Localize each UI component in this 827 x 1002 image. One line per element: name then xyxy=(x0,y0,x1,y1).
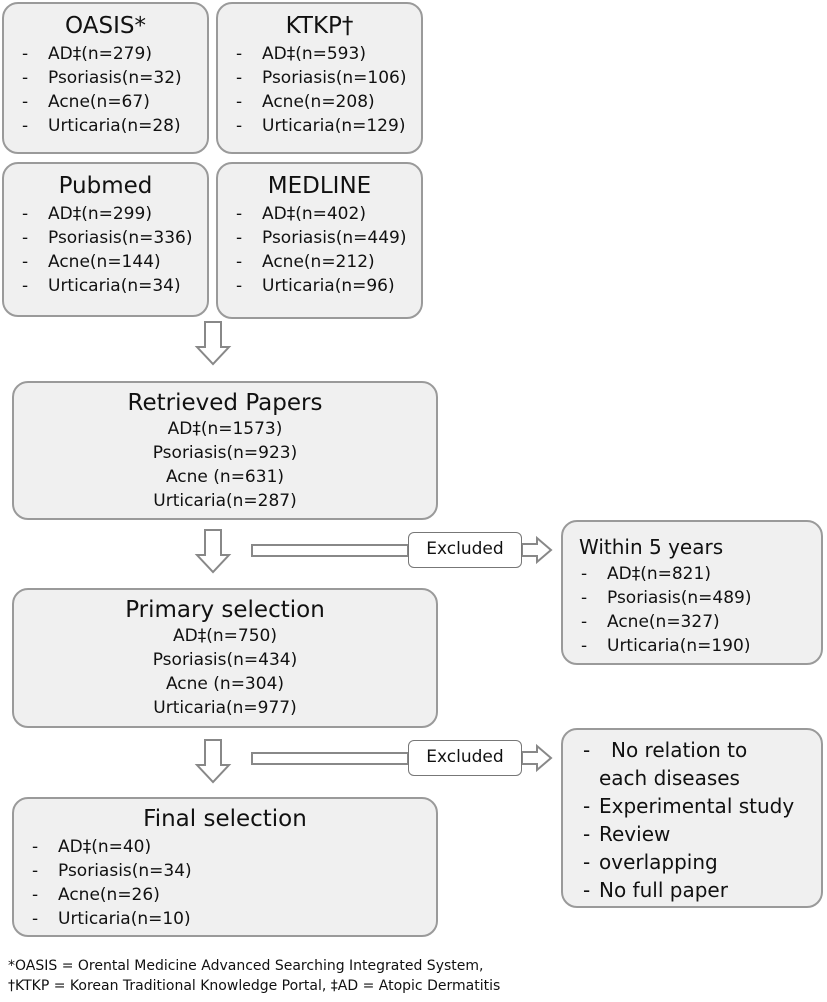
box-title: Retrieved Papers xyxy=(127,390,323,416)
primary-selection-box: Primary selection AD‡(n=750) Psoriasis(n… xyxy=(12,588,438,728)
source-box-medline: MEDLINE -AD‡(n=402) -Psoriasis(n=449) -A… xyxy=(216,162,423,319)
down-arrow-2 xyxy=(194,529,232,574)
source-title: KTKP† xyxy=(285,13,354,39)
box-title: Within 5 years xyxy=(579,535,724,559)
down-arrow-1 xyxy=(194,321,232,366)
list-item: -Psoriasis(n=34) xyxy=(32,861,192,881)
excluded-label-2: Excluded xyxy=(408,740,522,776)
list-item: -AD‡(n=593) xyxy=(236,44,366,64)
list-item: -Acne(n=67) xyxy=(22,92,150,112)
excluded-label-1: Excluded xyxy=(408,532,522,568)
right-arrow-2 xyxy=(251,752,409,765)
list-item: -No full paper xyxy=(583,878,728,902)
list-item: Psoriasis(n=923) xyxy=(152,443,298,463)
final-selection-box: Final selection -AD‡(n=40) -Psoriasis(n=… xyxy=(12,797,438,937)
list-item: -Urticaria(n=10) xyxy=(32,909,191,929)
list-item: AD‡(n=1573) xyxy=(167,419,283,439)
list-item: -Acne(n=144) xyxy=(22,252,161,272)
footnote-1: *OASIS = Orental Medicine Advanced Searc… xyxy=(8,958,484,974)
list-item: -Acne(n=327) xyxy=(581,612,720,632)
list-item: -Experimental study xyxy=(583,794,795,818)
right-arrow-2-head xyxy=(521,743,553,773)
list-item: -Urticaria(n=28) xyxy=(22,116,181,136)
list-item: -Acne(n=26) xyxy=(32,885,160,905)
list-item: Urticaria(n=287) xyxy=(153,491,297,511)
source-title: MEDLINE xyxy=(267,173,372,199)
excluded-reasons-box: -No relation to each diseases -Experimen… xyxy=(561,728,823,908)
list-item: Psoriasis(n=434) xyxy=(152,650,298,670)
list-item: -Urticaria(n=129) xyxy=(236,116,406,136)
list-item: -overlapping xyxy=(583,850,718,874)
list-item: -Psoriasis(n=449) xyxy=(236,228,407,248)
list-item: -AD‡(n=821) xyxy=(581,564,711,584)
list-item: -Psoriasis(n=336) xyxy=(22,228,193,248)
excluded-within-5-years-box: Within 5 years -AD‡(n=821) -Psoriasis(n=… xyxy=(561,520,823,665)
source-box-oasis: OASIS* -AD‡(n=279) -Psoriasis(n=32) -Acn… xyxy=(2,2,209,154)
list-item: -Psoriasis(n=489) xyxy=(581,588,752,608)
list-item: -AD‡(n=402) xyxy=(236,204,366,224)
list-item: Acne (n=304) xyxy=(165,674,285,694)
list-item: -Urticaria(n=34) xyxy=(22,276,181,296)
box-title: Final selection xyxy=(143,806,307,832)
list-item: -Acne(n=212) xyxy=(236,252,375,272)
source-box-ktkp: KTKP† -AD‡(n=593) -Psoriasis(n=106) -Acn… xyxy=(216,2,423,154)
list-item: each diseases xyxy=(599,766,740,790)
source-title: Pubmed xyxy=(58,173,153,199)
source-box-pubmed: Pubmed -AD‡(n=299) -Psoriasis(n=336) -Ac… xyxy=(2,162,209,317)
list-item: -Urticaria(n=190) xyxy=(581,636,751,656)
list-item: Acne (n=631) xyxy=(165,467,285,487)
list-item: AD‡(n=750) xyxy=(173,626,277,646)
retrieved-papers-box: Retrieved Papers AD‡(n=1573) Psoriasis(n… xyxy=(12,381,438,520)
list-item: -AD‡(n=40) xyxy=(32,837,152,857)
list-item: -Urticaria(n=96) xyxy=(236,276,395,296)
list-item: -AD‡(n=279) xyxy=(22,44,152,64)
list-item: -No relation to xyxy=(583,738,748,762)
list-item: -Psoriasis(n=106) xyxy=(236,68,407,88)
right-arrow-1 xyxy=(251,544,409,557)
footnote-2: †KTKP = Korean Traditional Knowledge Por… xyxy=(8,978,501,994)
right-arrow-1-head xyxy=(521,535,553,565)
list-item: -Review xyxy=(583,822,671,846)
list-item: -Acne(n=208) xyxy=(236,92,375,112)
down-arrow-3 xyxy=(194,739,232,784)
source-title: OASIS* xyxy=(65,13,146,39)
box-title: Primary selection xyxy=(125,597,325,623)
list-item: Urticaria(n=977) xyxy=(153,698,297,718)
list-item: -Psoriasis(n=32) xyxy=(22,68,182,88)
list-item: -AD‡(n=299) xyxy=(22,204,152,224)
